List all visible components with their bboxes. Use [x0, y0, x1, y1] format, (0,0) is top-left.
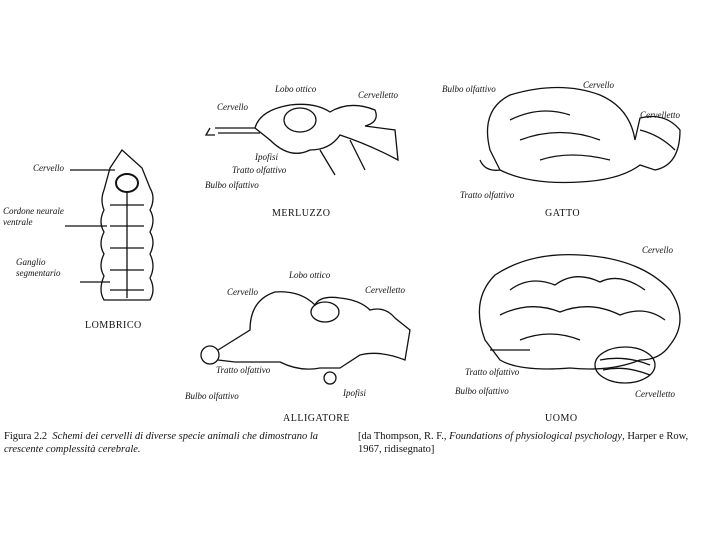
- label-ipofisi-merluzzo: Ipofisi: [255, 152, 279, 162]
- label-cervelletto-uomo: Cervelletto: [635, 389, 675, 399]
- label-bulbo-gatto: Bulbo olfattivo: [442, 84, 496, 94]
- alligator-drawing: [200, 291, 411, 385]
- lombrico-title: LOMBRICO: [85, 320, 142, 331]
- label-cervelletto-gatto: Cervelletto: [640, 110, 680, 120]
- label-cervello-alligatore: Cervello: [227, 287, 258, 297]
- gatto-title: GATTO: [545, 208, 581, 219]
- label-tratto-merluzzo: Tratto olfattivo: [232, 165, 287, 175]
- source-prefix: [da Thompson, R. F.,: [358, 431, 447, 442]
- cod-drawing: [204, 103, 399, 176]
- label-cervello-lombrico: Cervello: [33, 163, 64, 173]
- label-tratto-gatto: Tratto olfattivo: [460, 190, 515, 200]
- label-cervelletto-alligatore: Cervelletto: [365, 285, 405, 295]
- figure-number: Figura 2.2: [4, 431, 48, 442]
- label-lobo-ottico-alligatore: Lobo ottico: [289, 270, 331, 280]
- label-tratto-alligatore: Tratto olfattivo: [216, 365, 271, 375]
- source-title: Foundations of physiological psychology: [449, 431, 623, 442]
- label-bulbo-uomo: Bulbo olfattivo: [455, 386, 509, 396]
- figure-caption: Figura 2.2 Schemi dei cervelli di divers…: [4, 430, 339, 456]
- uomo-title: UOMO: [545, 413, 578, 424]
- earthworm-drawing: [65, 149, 154, 301]
- label-lobo-ottico-merluzzo: Lobo ottico: [275, 84, 317, 94]
- caption-text: Schemi dei cervelli di diverse specie an…: [4, 431, 319, 455]
- label-cervello-merluzzo: Cervello: [217, 102, 248, 112]
- label-ipofisi-alligatore: Ipofisi: [343, 388, 367, 398]
- label-cordone: Cordone neurale ventrale: [3, 206, 64, 227]
- cat-drawing: [479, 86, 681, 184]
- label-cervello-uomo: Cervello: [642, 245, 673, 255]
- source-suffix: , Harper e Row, 1967, ridisegnato]: [358, 431, 689, 455]
- label-cervello-gatto: Cervello: [583, 80, 614, 90]
- human-brain-drawing: [478, 254, 681, 384]
- label-bulbo-merluzzo: Bulbo olfattivo: [205, 180, 259, 190]
- label-ganglio: Ganglio segmentario: [16, 257, 61, 278]
- label-cervelletto-merluzzo: Cervelletto: [358, 90, 398, 100]
- label-tratto-uomo: Tratto olfattivo: [465, 367, 520, 377]
- alligatore-title: ALLIGATORE: [283, 413, 351, 424]
- label-bulbo-alligatore: Bulbo olfattivo: [185, 391, 239, 401]
- figure-source: [da Thompson, R. F., Foundations of phys…: [358, 430, 698, 456]
- merluzzo-title: MERLUZZO: [272, 208, 331, 219]
